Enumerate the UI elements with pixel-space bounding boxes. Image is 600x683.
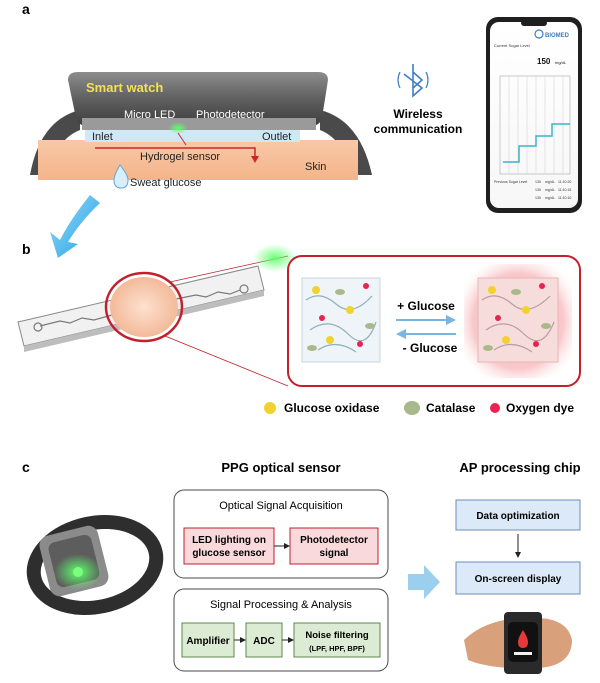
sweat-glucose-label: Sweat glucose (130, 177, 202, 189)
bluetooth-icon (397, 64, 429, 98)
phone-current-label: Current Sugar Level (494, 43, 530, 48)
adc-box (245, 622, 283, 658)
noise-filter-box (293, 622, 381, 658)
data-optimization-box (455, 499, 581, 531)
log-row-2-time: 11:10:15 (558, 188, 571, 192)
hydrogel-spot (110, 277, 178, 337)
wireless-label-2: communication (374, 122, 463, 136)
inlet-label: Inlet (92, 131, 113, 143)
acquisition-title: Optical Signal Acquisition (219, 500, 343, 512)
proc-arrowhead-1 (240, 637, 246, 643)
led-lighting-line2: glucose sensor (192, 548, 265, 559)
micro-led-label: Micro LED (124, 109, 175, 121)
led-lighting-box (183, 527, 275, 565)
watch-base (82, 118, 316, 130)
led-lighting-line1: LED lighting on (192, 535, 266, 546)
panel-a-letter: a (22, 1, 30, 17)
log-row-1-val: 130 (535, 180, 541, 184)
phone-unit: mg/dL (555, 60, 567, 65)
micro-led-glow (168, 122, 188, 134)
processing-title: Signal Processing & Analysis (210, 599, 352, 611)
photodetector-box (289, 527, 379, 565)
log-row-1-unit: mg/dL (545, 180, 555, 184)
on-screen-display-box (455, 561, 581, 595)
microfluidic-channel (33, 284, 249, 332)
hydrogel-cube-right (477, 277, 559, 363)
wireless-label-1: Wireless (393, 107, 443, 121)
data-optimization-label: Data optimization (476, 511, 559, 522)
forward-arrowhead (446, 315, 456, 325)
reverse-arrowhead (396, 329, 406, 339)
wrist-watch-photo (464, 612, 572, 674)
photodetector-label: Photodetector (196, 109, 265, 121)
phone-value: 150 (537, 57, 551, 66)
hydrogel-cube-left (301, 277, 381, 363)
skin-layer (38, 140, 358, 180)
legend-glucose-oxidase-icon (264, 402, 276, 414)
log-row-3-unit: mg/dL (545, 196, 555, 200)
amplifier-label: Amplifier (186, 636, 229, 647)
plus-glucose-label: + Glucose (397, 299, 455, 313)
watch-title: Smart watch (86, 80, 163, 95)
legend-oxygen-dye-icon (490, 403, 500, 413)
photodetector-line1: Photodetector (300, 535, 368, 546)
legend-catalase: Catalase (426, 401, 476, 415)
ap-title: AP processing chip (459, 460, 580, 475)
on-screen-display-label: On-screen display (475, 574, 562, 585)
device-led (73, 567, 83, 577)
amplifier-box (181, 622, 235, 658)
log-row-1-time: 11:10:20 (558, 180, 571, 184)
big-blue-arrow (50, 195, 100, 258)
skin-label: Skin (305, 161, 326, 173)
to-chip-arrow (408, 565, 440, 599)
legend-glucose-oxidase: Glucose oxidase (284, 401, 380, 415)
log-row-3-time: 11:10:10 (558, 196, 571, 200)
noise-filter-line2: (LPF, HPF, BPF) (309, 644, 365, 653)
panel-c-letter: c (22, 459, 30, 475)
hydrogel-sensor-label: Hydrogel sensor (140, 151, 220, 163)
flow-arrowhead (251, 156, 259, 163)
outlet-label: Outlet (262, 131, 291, 143)
log-row-2-val: 130 (535, 188, 541, 192)
phone-glucose-trace (503, 123, 570, 163)
green-light-glow (253, 244, 297, 272)
log-row-2-unit: mg/dL (545, 188, 555, 192)
phone-prev-label: Previous Sugar Level (494, 180, 527, 184)
proc-arrowhead-2 (288, 637, 294, 643)
legend-catalase-icon (404, 401, 420, 415)
panel-b-letter: b (22, 241, 31, 257)
zoom-line-bottom (164, 335, 289, 387)
ppg-title: PPG optical sensor (221, 460, 340, 475)
legend-oxygen-dye: Oxygen dye (506, 401, 574, 415)
chip-arrowhead (515, 552, 521, 558)
hydrogel-channel (85, 130, 300, 142)
sweat-drop-icon (113, 164, 129, 189)
zoom-circle (104, 271, 184, 343)
adc-label: ADC (253, 636, 275, 647)
brand-logo-icon (534, 29, 544, 39)
minus-glucose-label: - Glucose (403, 341, 458, 355)
noise-filter-line1: Noise filtering (305, 630, 369, 641)
smart-watch-body (68, 72, 328, 126)
phone-chart-grid (499, 75, 571, 175)
log-row-3-val: 130 (535, 196, 541, 200)
phone-brand: BIOMED (545, 33, 570, 39)
photodetector-line2: signal (320, 548, 349, 559)
flow-arrow (95, 147, 256, 158)
acq-arrowhead (284, 543, 290, 549)
light-path (177, 132, 187, 146)
